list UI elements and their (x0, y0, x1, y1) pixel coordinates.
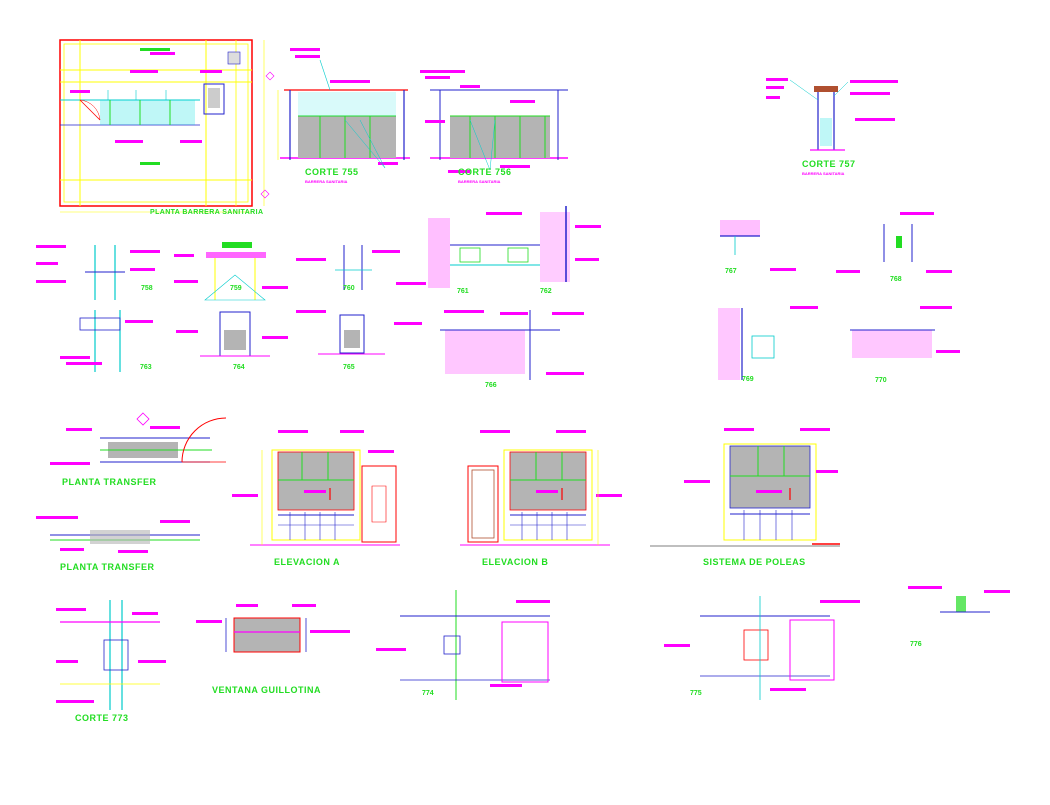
detail-775 (664, 596, 860, 700)
detail-number-765: 765 (343, 364, 355, 371)
title-corte-756: CORTE 756 (458, 167, 512, 177)
title-corte-773: CORTE 773 (75, 713, 129, 723)
detail-number-775: 775 (690, 690, 702, 697)
detail-776 (908, 586, 1010, 613)
detail-number-774: 774 (422, 690, 434, 697)
detail-number-761: 761 (457, 288, 469, 295)
section-773 (56, 600, 166, 710)
title-ventana-guillotina: VENTANA GUILLOTINA (212, 685, 321, 695)
plan-transfer (36, 412, 227, 553)
details-758-766 (36, 206, 601, 380)
pulley-system (650, 428, 840, 547)
title-sistema-poleas: SISTEMA DE POLEAS (703, 557, 806, 567)
detail-number-776: 776 (910, 641, 922, 648)
title-corte-755: CORTE 755 (305, 167, 359, 177)
title-corte-757: CORTE 757 (802, 159, 856, 169)
detail-774 (376, 590, 550, 700)
details-767-770 (718, 212, 960, 380)
elevation-a (232, 430, 400, 546)
title-elevacion-b: ELEVACION B (482, 557, 549, 567)
title-planta-barrera: PLANTA BARRERA SANITARIA (150, 209, 264, 216)
detail-number-766: 766 (485, 382, 497, 389)
detail-number-770: 770 (875, 377, 887, 384)
detail-number-767: 767 (725, 268, 737, 275)
detail-number-763: 763 (140, 364, 152, 371)
section-757 (766, 78, 898, 151)
guillotine-window (196, 604, 350, 653)
subtitle-corte-755: BARRERA SANITARIA (305, 179, 348, 184)
elevation-b (460, 430, 622, 546)
title-elevacion-a: ELEVACION A (274, 557, 341, 567)
detail-number-758: 758 (141, 285, 153, 292)
detail-number-759: 759 (230, 285, 242, 292)
subtitle-corte-757: BARRERA SANITARIA (802, 171, 845, 176)
plan-barrera-sanitaria (59, 39, 275, 213)
section-755 (277, 48, 410, 169)
detail-number-760: 760 (343, 285, 355, 292)
title-planta-transfer-1: PLANTA TRANSFER (62, 477, 157, 487)
detail-number-764: 764 (233, 364, 245, 371)
detail-number-769: 769 (742, 376, 754, 383)
detail-number-768: 768 (890, 276, 902, 283)
title-planta-transfer-2: PLANTA TRANSFER (60, 562, 155, 572)
subtitle-corte-756: BARRERA SANITARIA (458, 179, 501, 184)
detail-number-762: 762 (540, 288, 552, 295)
section-756 (420, 70, 568, 173)
